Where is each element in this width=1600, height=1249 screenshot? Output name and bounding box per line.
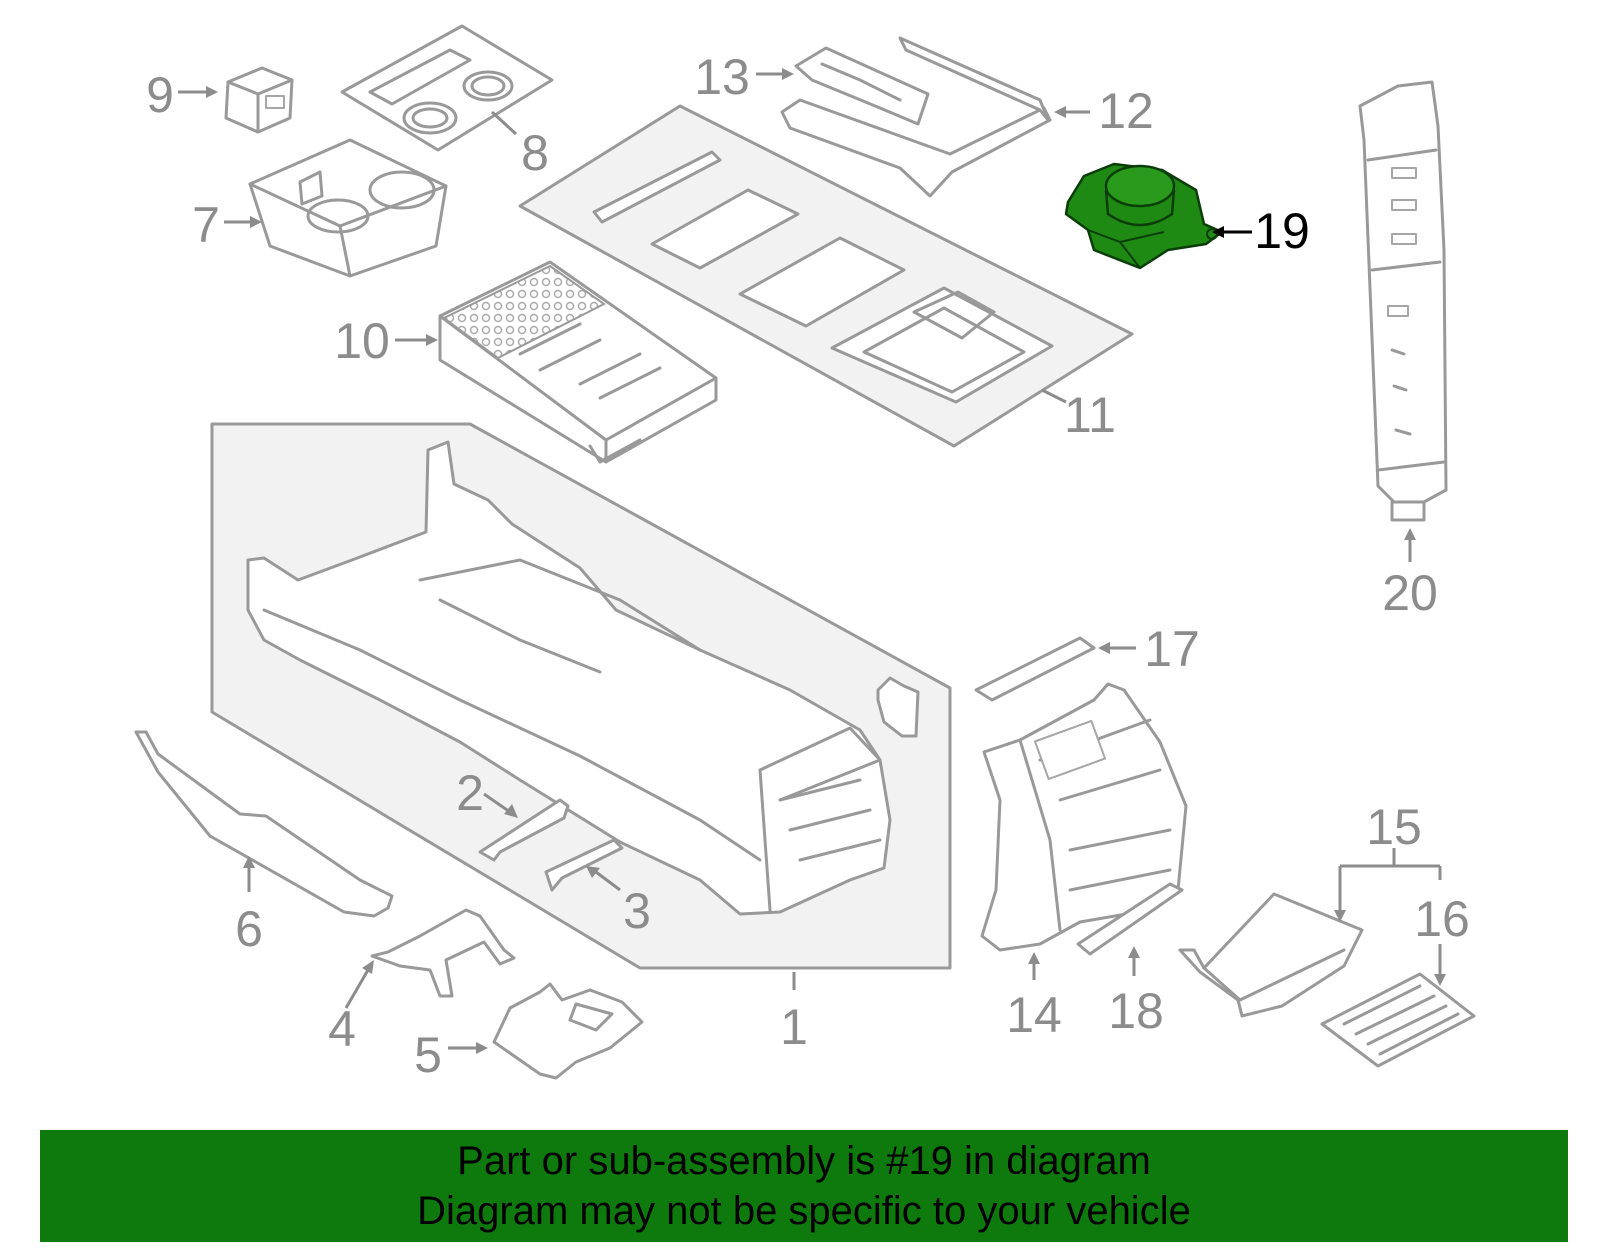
part-13[interactable]: [794, 46, 930, 126]
info-banner: Part or sub-assembly is #19 in diagram D…: [40, 1130, 1568, 1242]
part-8[interactable]: [340, 24, 554, 152]
part-16[interactable]: [1320, 972, 1476, 1068]
callout-14: 14: [1006, 987, 1062, 1043]
callout-2: 2: [456, 765, 484, 821]
part-20[interactable]: [1358, 80, 1448, 522]
part-3[interactable]: [544, 838, 624, 892]
part-11[interactable]: [518, 104, 1134, 448]
callout-13: 13: [694, 49, 750, 105]
callout-7: 7: [192, 197, 220, 253]
part-6[interactable]: [134, 730, 394, 918]
part-5[interactable]: [492, 982, 644, 1080]
callout-18: 18: [1108, 983, 1164, 1039]
leader-lines: [178, 68, 1446, 1054]
callout-6: 6: [235, 901, 263, 957]
callout-8: 8: [521, 125, 549, 181]
callout-19: 19: [1254, 203, 1310, 259]
part-2[interactable]: [478, 798, 570, 862]
part-18[interactable]: [1076, 882, 1184, 956]
callout-11: 11: [1064, 387, 1116, 443]
banner-line-1: Part or sub-assembly is #19 in diagram: [457, 1139, 1151, 1183]
part-19[interactable]: [1064, 162, 1224, 270]
callout-3: 3: [623, 883, 651, 939]
callout-10: 10: [334, 313, 390, 369]
part-14[interactable]: [980, 682, 1188, 952]
part-7[interactable]: [248, 138, 448, 278]
banner-line-2: Diagram may not be specific to your vehi…: [417, 1189, 1191, 1233]
callout-9: 9: [146, 67, 174, 123]
callout-labels: 1 2 3 4 5 6 7 8 9 10 11 12 13 14 15 16 1…: [146, 49, 1470, 1083]
part-12[interactable]: [780, 36, 1052, 198]
part-1[interactable]: [210, 422, 952, 970]
callout-16: 16: [1414, 891, 1470, 947]
part-15[interactable]: [1178, 892, 1364, 1018]
callout-12: 12: [1098, 83, 1154, 139]
part-10[interactable]: [438, 260, 718, 464]
callout-4: 4: [328, 1001, 356, 1057]
part-9[interactable]: [224, 66, 294, 134]
callout-17: 17: [1144, 621, 1200, 677]
callout-5: 5: [414, 1027, 442, 1083]
part-4[interactable]: [370, 908, 516, 998]
callout-15: 15: [1366, 799, 1422, 855]
callout-20: 20: [1382, 565, 1438, 621]
callout-1: 1: [780, 999, 808, 1055]
part-17[interactable]: [974, 636, 1096, 702]
parts-diagram: 1 2 3 4 5 6 7 8 9 10 11 12 13 14 15 16 1…: [134, 24, 1476, 1083]
